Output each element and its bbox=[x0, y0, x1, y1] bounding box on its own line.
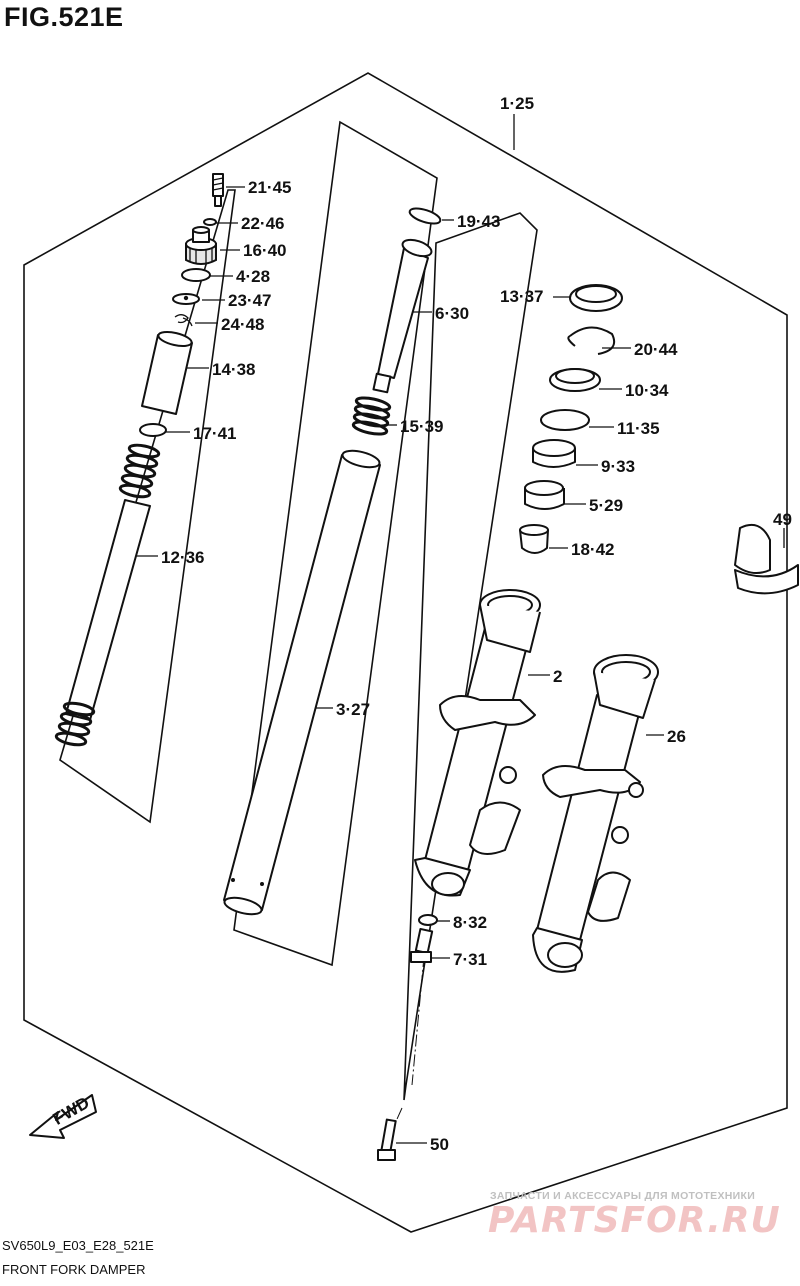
part-4-o-ring bbox=[181, 268, 211, 282]
part-11-washer bbox=[540, 409, 590, 431]
callout-26: 26 bbox=[667, 727, 686, 746]
callout-17: 17·41 bbox=[193, 424, 236, 443]
figure-name: FRONT FORK DAMPER bbox=[2, 1262, 146, 1277]
callout-22: 22·46 bbox=[241, 214, 284, 233]
callout-9: 9·33 bbox=[601, 457, 635, 476]
watermark-logo: PARTSFOR.RU bbox=[488, 1200, 781, 1241]
part-18-oil-lock-piece bbox=[519, 524, 549, 554]
part-9-bushing bbox=[532, 439, 576, 468]
callout-3: 3·27 bbox=[336, 700, 370, 719]
callout-12: 12·36 bbox=[161, 548, 204, 567]
callout-14: 14·38 bbox=[212, 360, 255, 379]
callout-10: 10·34 bbox=[625, 381, 669, 400]
part-5-bushing bbox=[524, 480, 565, 510]
callout-assembly: 1·25 bbox=[500, 94, 534, 113]
callout-24: 24·48 bbox=[221, 315, 264, 334]
cylinder-panel bbox=[233, 120, 438, 967]
figure-code: SV650L9_E03_E28_521E bbox=[2, 1238, 154, 1253]
callout-15: 15·39 bbox=[400, 417, 443, 436]
part-17-washer bbox=[139, 423, 167, 437]
callout-21: 21·45 bbox=[248, 178, 291, 197]
part-23-washer bbox=[172, 293, 200, 305]
callout-49: 49 bbox=[773, 510, 792, 529]
part-49-guard bbox=[734, 524, 799, 595]
callout-6: 6·30 bbox=[435, 304, 469, 323]
part-14-spacer bbox=[141, 331, 193, 415]
callout-20: 20·44 bbox=[634, 340, 678, 359]
part-3-cylinder bbox=[223, 449, 381, 916]
part-26-outer-tube bbox=[532, 654, 659, 973]
part-2-outer-tube bbox=[414, 589, 541, 897]
callout-2: 2 bbox=[553, 667, 562, 686]
leader-lines bbox=[132, 114, 785, 1144]
callout-8: 8·32 bbox=[453, 913, 487, 932]
part-22-o-ring bbox=[203, 218, 217, 226]
part-7-bolt bbox=[410, 927, 434, 963]
watermark-tagline: ЗАПЧАСТИ И АКСЕССУАРЫ ДЛЯ МОТОТЕХНИКИ bbox=[490, 1190, 756, 1202]
callout-23: 23·47 bbox=[228, 291, 271, 310]
lower-panel bbox=[403, 212, 538, 1101]
callout-7: 7·31 bbox=[453, 950, 487, 969]
part-20-stopper-ring bbox=[567, 326, 616, 355]
fwd-arrow-icon bbox=[29, 1094, 97, 1139]
callout-5: 5·29 bbox=[589, 496, 623, 515]
part-6-damper-rod bbox=[372, 238, 433, 394]
callout-16: 16·40 bbox=[243, 241, 286, 260]
part-8-gasket bbox=[418, 914, 438, 926]
callout-18: 18·42 bbox=[571, 540, 614, 559]
part-15-spring bbox=[351, 396, 392, 436]
part-13-dust-seal bbox=[569, 284, 623, 312]
part-12-spring bbox=[54, 443, 161, 747]
part-50-bolt bbox=[377, 1118, 397, 1161]
figure-title: FIG.521E bbox=[4, 2, 124, 32]
part-24-clip bbox=[174, 314, 193, 327]
assembly-frame bbox=[23, 72, 788, 1233]
part-19-ring bbox=[408, 207, 442, 225]
callout-50: 50 bbox=[430, 1135, 449, 1154]
callout-19: 19·43 bbox=[457, 212, 500, 231]
part-21-adjuster-rod bbox=[212, 173, 224, 207]
callout-11: 11·35 bbox=[617, 419, 660, 438]
callout-4: 4·28 bbox=[236, 267, 270, 286]
part-10-oil-seal bbox=[549, 368, 601, 392]
callout-13: 13·37 bbox=[500, 287, 543, 306]
part-16-cap-bolt bbox=[185, 226, 217, 265]
